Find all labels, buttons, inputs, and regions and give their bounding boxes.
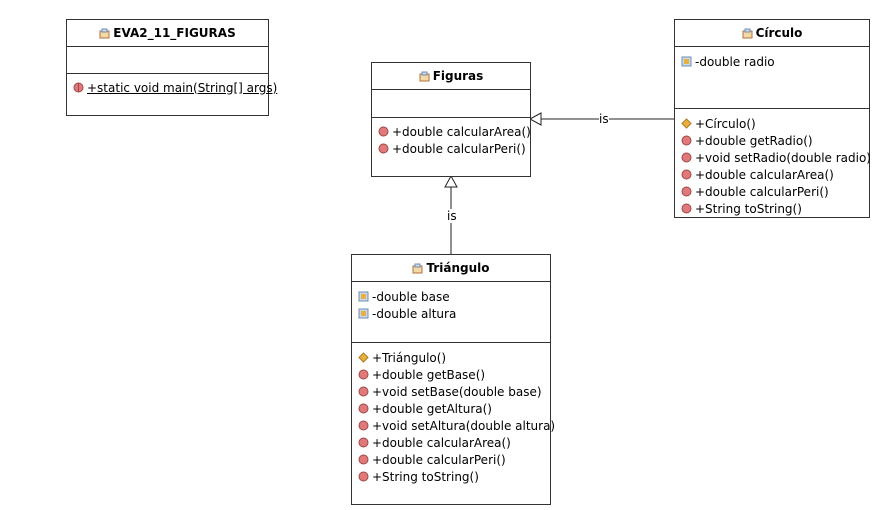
operation-row[interactable]: +double getAltura() — [352, 400, 550, 417]
attributes-compartment: -double radio — [675, 47, 869, 109]
class-header: Círculo — [675, 20, 869, 47]
method-icon — [681, 152, 692, 163]
operation-row[interactable]: +double calcularArea() — [372, 123, 531, 140]
method-icon — [681, 169, 692, 180]
operation-text: +double calcularArea() — [392, 124, 531, 139]
operation-text: +double getRadio() — [695, 133, 813, 148]
attributes-compartment — [372, 90, 530, 118]
operation-text: +void setRadio(double radio) — [695, 150, 871, 165]
operation-row[interactable]: +double calcularArea() — [675, 166, 869, 183]
attribute-text: -double altura — [372, 306, 457, 321]
field-icon — [358, 291, 369, 302]
attribute-row[interactable]: -double altura — [352, 305, 550, 322]
operation-text: +void setBase(double base) — [372, 384, 542, 399]
operation-row[interactable]: +Círculo() — [675, 115, 869, 132]
attribute-row[interactable]: -double base — [352, 288, 550, 305]
class-header: EVA2_11_FIGURAS — [67, 20, 268, 47]
field-icon — [681, 56, 692, 67]
class-box-triangulo[interactable]: Triángulo -double base -double altura +T… — [351, 254, 555, 505]
class-icon — [412, 263, 423, 274]
field-icon — [358, 308, 369, 319]
operation-row[interactable]: +double getRadio() — [675, 132, 869, 149]
operation-row[interactable]: +double getBase() — [352, 366, 550, 383]
static-method-icon — [73, 82, 84, 93]
operation-text: +double getBase() — [372, 367, 486, 382]
class-box-circulo[interactable]: Círculo -double radio +Círculo() +double… — [674, 19, 871, 221]
class-name: Triángulo — [426, 261, 490, 275]
attribute-row[interactable]: -double radio — [675, 53, 869, 70]
class-name: Figuras — [432, 69, 484, 83]
relation-label-triangulo: is — [447, 209, 457, 223]
operation-text: +double calcularArea() — [372, 435, 511, 450]
attributes-compartment: -double base -double altura — [352, 282, 550, 343]
method-icon — [681, 135, 692, 146]
class-icon — [742, 28, 753, 39]
operation-row[interactable]: +void setBase(double base) — [352, 383, 550, 400]
operation-row[interactable]: +Triángulo() — [352, 349, 550, 366]
operation-text: +double calcularPeri() — [392, 141, 526, 156]
method-icon — [378, 126, 389, 137]
generalization-arrowhead-icon — [444, 174, 458, 188]
relation-label-circulo: is — [599, 112, 609, 126]
operation-row[interactable]: +double calcularPeri() — [352, 451, 550, 468]
method-icon — [358, 386, 369, 397]
operation-row[interactable]: +double calcularArea() — [352, 434, 550, 451]
operation-row[interactable]: +double calcularPeri() — [675, 183, 869, 200]
operations-compartment: +Círculo() +double getRadio() +void setR… — [675, 109, 871, 221]
method-icon — [358, 471, 369, 482]
operation-text: +void setAltura(double altura) — [372, 418, 556, 433]
operation-row[interactable]: +String toString() — [352, 468, 550, 485]
constructor-icon — [681, 118, 692, 129]
operation-row[interactable]: +double calcularPeri() — [372, 140, 530, 157]
operations-compartment: +static void main(String[] args) — [67, 74, 277, 100]
class-header: Figuras — [372, 63, 530, 90]
operation-text: +double calcularPeri() — [372, 452, 506, 467]
operation-row[interactable]: +void setRadio(double radio) — [675, 149, 871, 166]
method-icon — [378, 143, 389, 154]
operations-compartment: +Triángulo() +double getBase() +void set… — [352, 343, 555, 489]
operation-text: +Triángulo() — [372, 350, 447, 365]
method-icon — [358, 437, 369, 448]
operation-text: +double calcularArea() — [695, 167, 834, 182]
operation-text: +String toString() — [372, 469, 479, 484]
constructor-icon — [358, 352, 369, 363]
class-icon — [99, 28, 110, 39]
class-name: Círculo — [755, 26, 803, 40]
method-icon — [681, 203, 692, 214]
method-icon — [358, 369, 369, 380]
class-icon — [419, 71, 430, 82]
class-box-eva2-11-figuras[interactable]: EVA2_11_FIGURAS +static void main(String… — [66, 19, 277, 116]
operations-compartment: +double calcularArea() +double calcularP… — [372, 118, 531, 161]
operation-row[interactable]: +static void main(String[] args) — [67, 79, 277, 96]
operation-row[interactable]: +String toString() — [675, 200, 869, 217]
class-name: EVA2_11_FIGURAS — [113, 26, 236, 40]
attribute-text: -double radio — [695, 54, 775, 69]
operation-text: +static void main(String[] args) — [87, 80, 278, 95]
attributes-compartment — [67, 47, 268, 74]
class-header: Triángulo — [352, 255, 550, 282]
attribute-text: -double base — [372, 289, 450, 304]
class-box-figuras[interactable]: Figuras +double calcularArea() +double c… — [371, 62, 531, 177]
operation-text: +Círculo() — [695, 116, 756, 131]
operation-row[interactable]: +void setAltura(double altura) — [352, 417, 555, 434]
method-icon — [358, 403, 369, 414]
operation-text: +double getAltura() — [372, 401, 492, 416]
method-icon — [358, 454, 369, 465]
method-icon — [358, 420, 369, 431]
operation-text: +String toString() — [695, 201, 802, 216]
method-icon — [681, 186, 692, 197]
generalization-arrowhead-icon — [528, 112, 542, 126]
operation-text: +double calcularPeri() — [695, 184, 829, 199]
